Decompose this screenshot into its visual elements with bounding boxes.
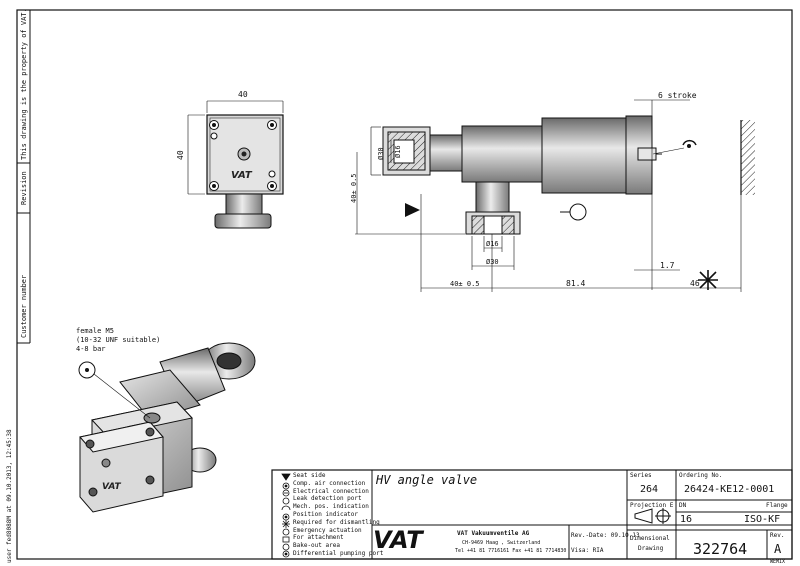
top-view: VAT [187, 100, 284, 229]
customer-number-label: Customer number [20, 274, 28, 338]
company-phone: Tel +41 81 7716161 Fax +41 81 7714830 [455, 548, 567, 554]
legend-position: Position indicator [293, 511, 359, 518]
legend-bakeout: Bake-out area [293, 542, 340, 550]
dn-value: 16 [680, 514, 693, 525]
legend-attachment: For attachment [293, 534, 344, 542]
rev-label: Rev. [770, 532, 785, 539]
dim-d30-inlet: Ø30 [377, 147, 385, 160]
flange-label: Flange [766, 502, 788, 509]
legend-comp-air: Comp. air connection [293, 479, 366, 487]
doc-type-line-2: Drawing [638, 545, 664, 552]
flange-value: ISO-KF [744, 514, 781, 525]
visa: Visa: RIA [571, 547, 604, 554]
legend-mech-pos: Mech. pos. indication [293, 503, 369, 511]
footer-note: user fed8088M at 09.10.2013, 12:45:38 [6, 429, 13, 563]
ordering-label: Ordering No. [679, 472, 723, 479]
drawing-number: 322764 [693, 540, 748, 558]
dim-top-width: 40 [238, 90, 248, 99]
dim-horiz-81: 81.4 [566, 279, 586, 288]
series-label: Series [630, 472, 652, 479]
side-view [355, 99, 755, 292]
svg-text:VAT: VAT [231, 170, 253, 181]
dim-top-height: 40 [176, 150, 185, 160]
rev-value: A [774, 542, 782, 556]
company-logo: VAT [373, 526, 424, 554]
projection-label: Projection E [630, 502, 674, 509]
callout-line-1: female M5 [76, 327, 114, 335]
dim-clear-46: 46 [690, 279, 700, 288]
drawing-title: HV angle valve [376, 473, 478, 487]
dim-d16-inlet: Ø16 [394, 145, 402, 158]
seat-side-icon [405, 203, 420, 217]
legend-icons [281, 473, 291, 558]
callout-line-3: 4-8 bar [76, 345, 106, 353]
legend-emergency: Emergency actuation [293, 526, 362, 534]
dn-label: DN [679, 502, 687, 509]
legend-dismantling: Required for dismantling [293, 518, 380, 526]
callout-line-2: (10-32 UNF suitable) [76, 336, 161, 344]
revision-label: Revision [20, 171, 28, 205]
rev-date: Rev.-Date: 09.10.13 [571, 532, 640, 539]
isometric-view: VAT [78, 342, 256, 513]
corner-code: WEMIX [770, 559, 786, 565]
legend-seat-side: Seat side [293, 472, 326, 479]
doc-type-line-1: Dimensional [630, 535, 670, 542]
property-note: This drawing is the property of VAT. [20, 8, 28, 160]
dim-horiz-40: 40± 0.5 [450, 280, 480, 288]
svg-text:VAT: VAT [102, 482, 121, 492]
legend-electrical: Electrical connection [293, 487, 369, 495]
asterisk-icon [698, 270, 718, 290]
ordering-value: 26424-KE12-0001 [684, 484, 775, 495]
title-block [271, 469, 793, 560]
series-value: 264 [640, 484, 659, 495]
legend-leak: Leak detection port [293, 495, 362, 503]
dim-d16-outlet: Ø16 [486, 240, 499, 248]
dim-d30-outlet: Ø30 [486, 258, 499, 266]
company-name: VAT Vakuumventile AG [457, 530, 530, 537]
legend-diff-pump: Differential pumping port [293, 550, 384, 557]
dim-height-40: 40± 0.5 [350, 173, 358, 203]
company-address: CH-9469 Haag , Switzerland [462, 540, 541, 546]
dim-stroke: 6 stroke [658, 91, 697, 100]
dim-gap-17: 1.7 [660, 261, 675, 270]
side-port-icon [569, 203, 587, 221]
